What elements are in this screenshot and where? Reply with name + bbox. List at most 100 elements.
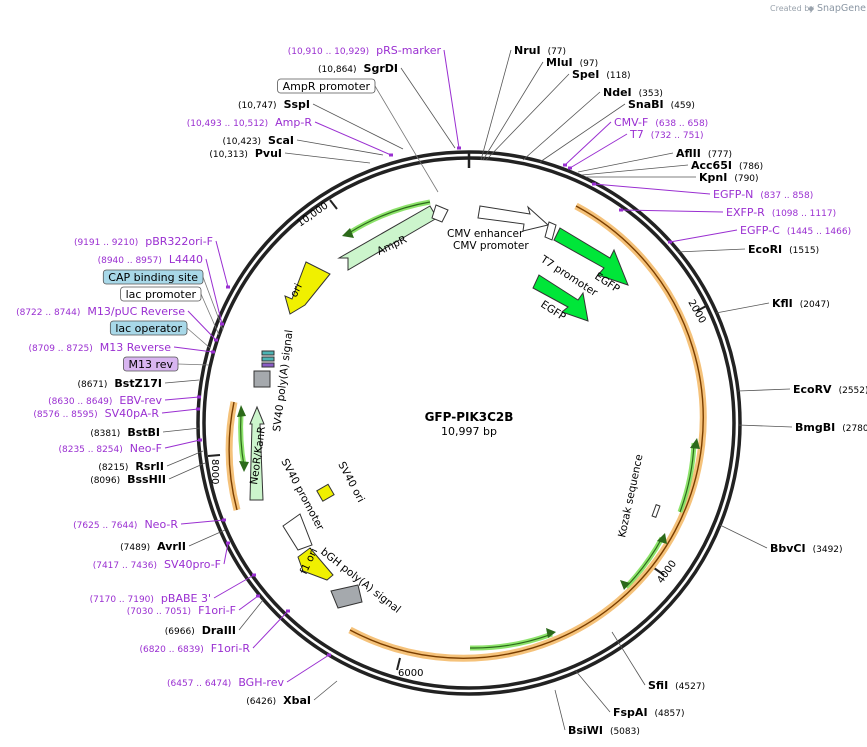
- leader-nrui: [480, 49, 512, 161]
- site-sfii[interactable]: SfiI(4527): [648, 679, 705, 692]
- site-pvui[interactable]: PvuI (10,313): [209, 147, 282, 160]
- site-sv40pro-f[interactable]: SV40pro-F(7417 .. 7436): [93, 558, 221, 571]
- site-m13-reverse[interactable]: M13 Reverse(8709 .. 8725): [29, 341, 172, 354]
- feature-egfp-inner[interactable]: [532, 274, 589, 322]
- site-snabi[interactable]: SnaBI(459): [628, 98, 695, 111]
- site-draiii[interactable]: DraIII(6966): [165, 624, 236, 637]
- site-fspai[interactable]: FspAI(4857): [613, 706, 684, 719]
- site-spei[interactable]: SpeI(118): [572, 68, 631, 81]
- site-position: (8096): [90, 476, 120, 486]
- feature-ori[interactable]: [284, 261, 331, 315]
- site-ecori[interactable]: EcoRI(1515): [748, 243, 819, 256]
- site-mlui[interactable]: MluI(97): [546, 56, 598, 69]
- site-position: (10,313): [209, 150, 248, 160]
- feature-ampr-promoter[interactable]: [431, 204, 449, 223]
- feature-cap-binding[interactable]: [261, 350, 275, 356]
- feature-m13-rev[interactable]: [261, 362, 275, 368]
- feature-ampr[interactable]: [337, 205, 438, 271]
- site-ampr-promoter[interactable]: AmpR promoter: [277, 78, 376, 94]
- site-name: EcoRI: [748, 243, 782, 256]
- site-egfp-c[interactable]: EGFP-C(1445 .. 1466): [740, 224, 851, 237]
- leader-lac-promoter: [200, 293, 220, 336]
- feature-cmv-promoter-mark[interactable]: [544, 221, 557, 241]
- leader-acc65i: [581, 164, 689, 176]
- feature-sv40-promoter[interactable]: [282, 513, 313, 551]
- feature-cmv-enhancer[interactable]: [477, 205, 550, 232]
- site-scai[interactable]: ScaI(10,423): [223, 134, 294, 147]
- site-egfp-n[interactable]: EGFP-N(837 .. 858): [713, 188, 813, 201]
- site-bgh-rev[interactable]: BGH-rev(6457 .. 6474): [167, 676, 284, 689]
- site-lac-operator[interactable]: lac operator: [109, 320, 188, 336]
- site-name: EGFP-C: [740, 224, 780, 237]
- site-sspi[interactable]: SspI(10,747): [238, 98, 310, 111]
- feature-sv40-polya[interactable]: [253, 370, 271, 388]
- site-pbr322ori-f[interactable]: pBR322ori-F(9191 .. 9210): [74, 235, 213, 248]
- site-f1ori-r[interactable]: F1ori-R(6820 .. 6839): [139, 642, 250, 655]
- site-l4440[interactable]: L4440(8940 .. 8957): [98, 253, 203, 266]
- site-m13-rev[interactable]: M13 rev: [123, 356, 179, 372]
- site-prs-marker[interactable]: pRS-marker(10,910 .. 10,929): [288, 44, 442, 57]
- site-xbai[interactable]: XbaI(6426): [246, 694, 311, 707]
- site-exfp-r[interactable]: EXFP-R(1098 .. 1117): [726, 206, 836, 219]
- site-ecorv[interactable]: EcoRV(2552): [793, 383, 867, 396]
- feature-f1ori[interactable]: [297, 547, 334, 581]
- leader-sgrdi: [400, 67, 456, 149]
- site-pbabe-3[interactable]: pBABE 3'(7170 .. 7190): [90, 592, 211, 605]
- site-acc65i[interactable]: Acc65I(786): [691, 159, 763, 172]
- site-position: (2047): [800, 300, 830, 310]
- site-box: [120, 286, 202, 302]
- site-bsshii[interactable]: BssHII(8096): [90, 473, 166, 486]
- feature-kozak[interactable]: [651, 504, 661, 518]
- site-bmgbi[interactable]: BmgBI(2780): [795, 421, 867, 434]
- label-neor: NeoR/KanR: [248, 426, 268, 486]
- site-position: (459): [671, 101, 695, 111]
- site-cmv-f[interactable]: CMV-F(638 .. 658): [614, 116, 708, 129]
- site-position: (8215): [98, 463, 128, 473]
- leader-neo-f: [164, 439, 201, 449]
- site-position: (638 .. 658): [655, 119, 708, 129]
- label-ori: ori: [288, 282, 305, 300]
- site-position: (97): [580, 59, 598, 69]
- site-t7[interactable]: T7(732 .. 751): [629, 128, 704, 141]
- site-name: Amp-R: [275, 116, 312, 129]
- site-kpni[interactable]: KpnI(790): [699, 171, 759, 184]
- site-sgrdi[interactable]: SgrDI(10,864): [318, 62, 398, 75]
- site-sv40pa-r[interactable]: SV40pA-R(8576 .. 8595): [33, 407, 159, 420]
- leader-exfp-r: [620, 209, 724, 213]
- site-name: CAP binding site: [108, 271, 198, 284]
- site-bstz17i[interactable]: BstZ17I(8671): [77, 377, 162, 390]
- site-ebv-rev[interactable]: EBV-rev(8630 .. 8649): [48, 394, 162, 407]
- site-m13-puc-reverse[interactable]: M13/pUC Reverse(8722 .. 8744): [16, 305, 185, 318]
- primer-mark: [619, 208, 623, 212]
- site-name: PvuI: [255, 147, 282, 160]
- feature-sv40-ori[interactable]: [316, 483, 335, 502]
- leader-m13-reverse: [173, 346, 214, 353]
- primer-mark: [214, 338, 218, 342]
- leader-avrii: [188, 529, 226, 547]
- site-rsrii[interactable]: RsrII(8215): [98, 460, 164, 473]
- plasmid-name: GFP-PIK3C2B: [425, 410, 514, 424]
- feature-egfp-outer[interactable]: [553, 227, 629, 286]
- feature-bgh-polya[interactable]: [330, 584, 363, 609]
- site-bbvci[interactable]: BbvCI(3492): [770, 542, 843, 555]
- site-kfli[interactable]: KflI(2047): [772, 297, 830, 310]
- site-neo-r[interactable]: Neo-R(7625 .. 7644): [73, 518, 178, 531]
- site-aflii[interactable]: AflII(777): [676, 147, 732, 160]
- feature-neor[interactable]: [249, 405, 265, 501]
- site-cap-binding-site[interactable]: CAP binding site: [102, 269, 204, 285]
- leader-cmv-f: [564, 121, 612, 166]
- site-f1ori-f[interactable]: F1ori-F(7030 .. 7051): [127, 604, 236, 617]
- site-ndei[interactable]: NdeI(353): [603, 86, 663, 99]
- leader-m13-puc-reverse: [187, 310, 217, 341]
- feature-lac-promoter[interactable]: [261, 356, 275, 362]
- site-avrii[interactable]: AvrII(7489): [120, 540, 186, 553]
- site-lac-promoter[interactable]: lac promoter: [120, 286, 202, 302]
- label-bgh-polya: bGH poly(A) signal: [318, 546, 403, 616]
- leader-ecori: [676, 248, 746, 253]
- site-nrui[interactable]: NruI(77): [514, 44, 566, 57]
- site-bsiwi[interactable]: BsiWI(5083): [568, 724, 640, 737]
- site-neo-f[interactable]: Neo-F(8235 .. 8254): [58, 442, 162, 455]
- site-position: (10,747): [238, 101, 277, 111]
- site-amp-r[interactable]: Amp-R(10,493 .. 10,512): [187, 116, 313, 129]
- site-bstbi[interactable]: BstBI(8381): [90, 426, 160, 439]
